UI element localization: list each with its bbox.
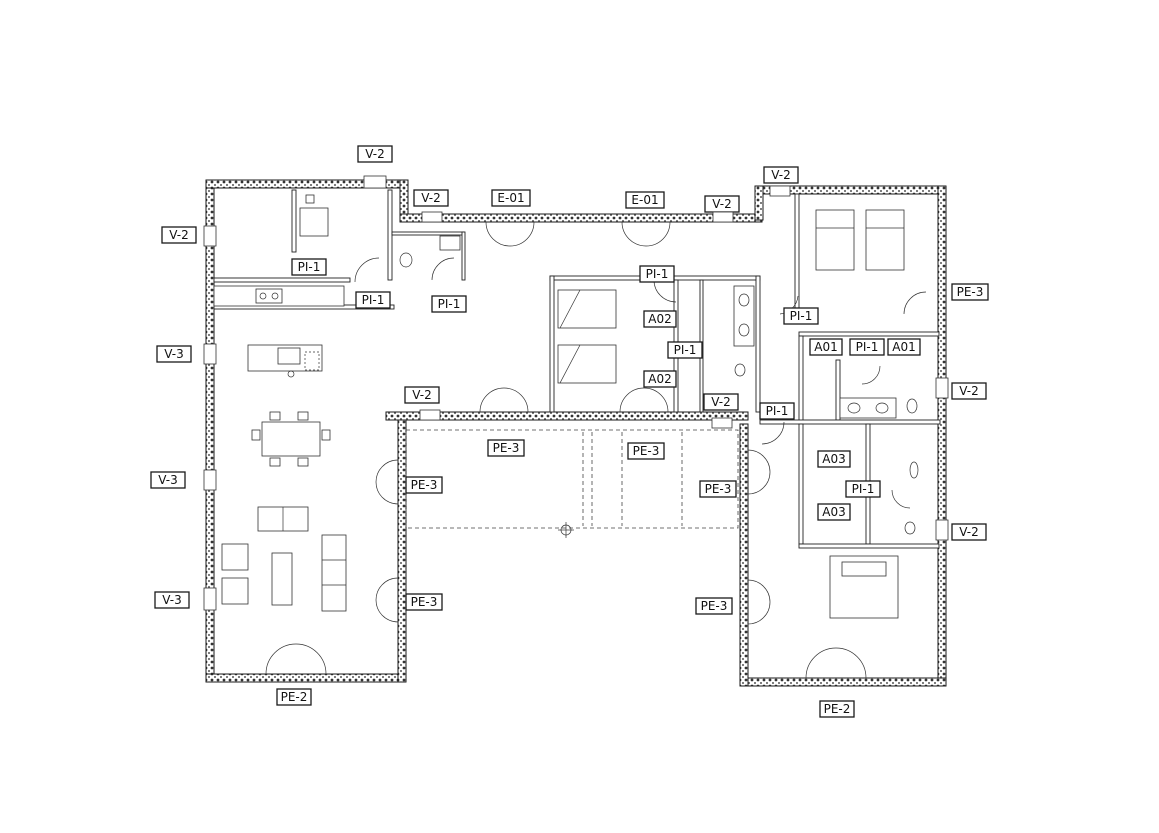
tag-a03: A03 [817,503,851,521]
svg-text:PI-1: PI-1 [766,404,789,418]
svg-text:PE-3: PE-3 [411,595,438,609]
tag-v2: V-2 [357,145,393,163]
svg-text:V-3: V-3 [158,473,177,487]
tag-v2: V-2 [763,166,799,184]
tag-a01: A01 [809,338,843,356]
furniture [213,194,919,619]
svg-text:V-2: V-2 [712,197,731,211]
window-tags: V-2 V-2 V-2 V-2 V-2 V-2 V-2 V-2 V-2 V-3 … [150,145,987,609]
tag-v2: V-2 [703,393,739,411]
tag-pe3: PE-3 [487,439,525,457]
tag-pi1: PI-1 [291,258,327,276]
svg-text:PI-1: PI-1 [362,293,385,307]
tag-v2: V-2 [704,195,740,213]
exterior-walls [205,179,947,687]
tag-pi1: PI-1 [431,295,467,313]
svg-text:E-01: E-01 [631,193,658,207]
svg-text:PE-3: PE-3 [633,444,660,458]
svg-text:PE-2: PE-2 [281,690,308,704]
svg-text:PI-1: PI-1 [790,309,813,323]
tag-v2: V-2 [951,523,987,541]
svg-text:V-2: V-2 [959,384,978,398]
tag-v3: V-3 [156,345,192,363]
tag-pe3: PE-3 [699,480,737,498]
svg-text:V-3: V-3 [164,347,183,361]
tag-pi1: PI-1 [783,307,819,325]
door-tags: PI-1 PI-1 PI-1 PI-1 PI-1 PI-1 PI-1 PI-1 … [276,258,989,718]
svg-text:E-01: E-01 [497,191,524,205]
tag-pe3: PE-3 [405,476,443,494]
tag-a01: A01 [887,338,921,356]
svg-text:A02: A02 [648,312,671,326]
pool [405,429,739,538]
tag-pi1: PI-1 [849,338,885,356]
svg-text:V-2: V-2 [412,388,431,402]
svg-text:V-3: V-3 [162,593,181,607]
tag-pi1: PI-1 [639,265,675,283]
tag-pe3: PE-3 [627,442,665,460]
tag-a02: A02 [643,310,677,328]
svg-text:V-2: V-2 [959,525,978,539]
svg-text:PI-1: PI-1 [646,267,669,281]
svg-text:PI-1: PI-1 [438,297,461,311]
tag-pi1: PI-1 [845,480,881,498]
svg-text:A02: A02 [648,372,671,386]
svg-text:PE-3: PE-3 [705,482,732,496]
svg-text:V-2: V-2 [421,191,440,205]
tag-pe2: PE-2 [819,700,855,718]
svg-text:PI-1: PI-1 [852,482,875,496]
svg-text:PE-3: PE-3 [411,478,438,492]
svg-text:PE-3: PE-3 [701,599,728,613]
svg-text:PI-1: PI-1 [856,340,879,354]
svg-text:PE-2: PE-2 [824,702,851,716]
svg-text:PI-1: PI-1 [298,260,321,274]
tag-e01: E-01 [491,189,531,207]
doors [265,221,927,679]
tag-pi1: PI-1 [355,291,391,309]
svg-text:A03: A03 [822,505,845,519]
tag-v3: V-3 [150,471,186,489]
svg-text:PE-3: PE-3 [957,285,984,299]
fixture-tags: A02 A02 A01 A01 A03 A03 [643,310,921,521]
svg-text:A03: A03 [822,452,845,466]
tag-pi1: PI-1 [667,341,703,359]
tag-pi1: PI-1 [759,402,795,420]
tag-pe3: PE-3 [951,283,989,301]
svg-text:V-2: V-2 [711,395,730,409]
svg-text:V-2: V-2 [771,168,790,182]
tag-v2: V-2 [161,226,197,244]
svg-text:V-2: V-2 [169,228,188,242]
tag-v3: V-3 [154,591,190,609]
tag-pe3: PE-3 [405,593,443,611]
tag-pe3: PE-3 [695,597,733,615]
tag-a02: A02 [643,370,677,388]
svg-text:PI-1: PI-1 [674,343,697,357]
window-marks [203,175,949,611]
tag-a03: A03 [817,450,851,468]
svg-text:V-2: V-2 [365,147,384,161]
svg-text:PE-3: PE-3 [493,441,520,455]
tag-pe2: PE-2 [276,688,312,706]
tag-v2: V-2 [404,386,440,404]
svg-text:A01: A01 [814,340,837,354]
tag-e01: E-01 [625,191,665,209]
svg-text:A01: A01 [892,340,915,354]
tag-v2: V-2 [951,382,987,400]
tag-v2: V-2 [413,189,449,207]
